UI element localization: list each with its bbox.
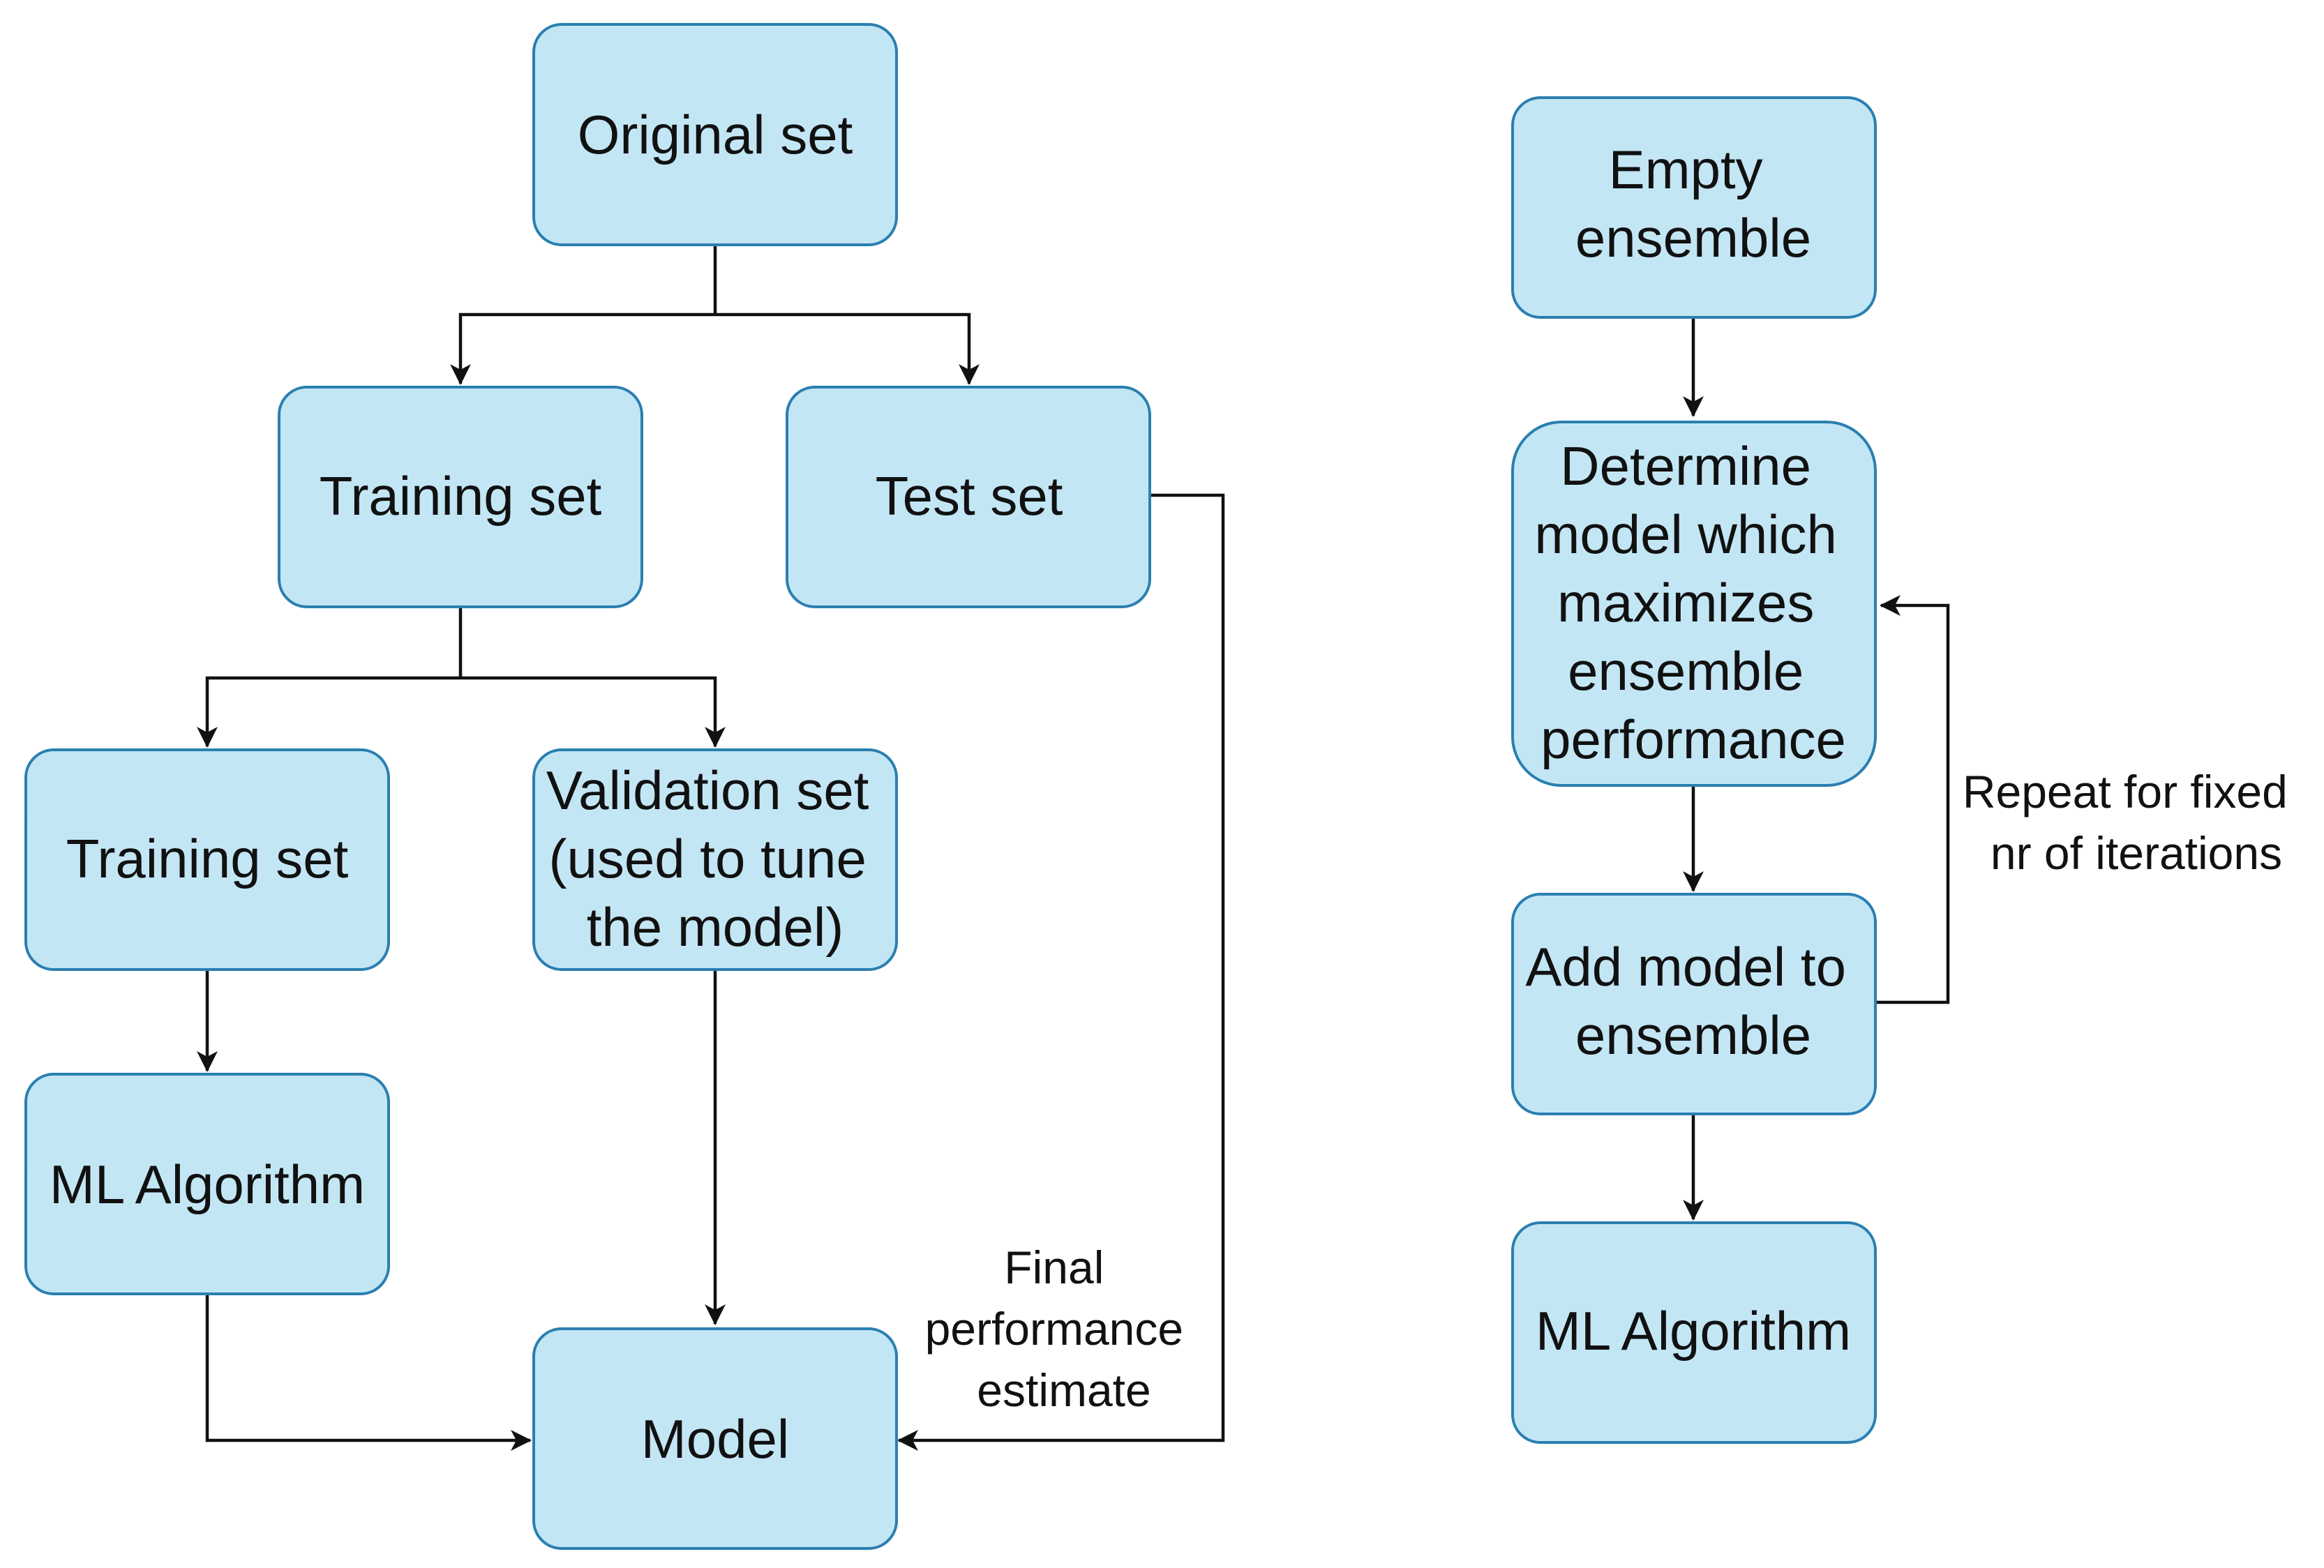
node-ml-algorithm-left: ML Algorithm: [24, 1073, 390, 1295]
edge-split-to-training-sub: [197, 676, 460, 748]
node-training-set-text: Training set: [320, 465, 602, 527]
edge-split-to-training-set: [450, 312, 715, 385]
node-test-set-line-1: Test set: [876, 465, 1063, 527]
node-test-set: Test set: [786, 386, 1151, 608]
edges-group: [197, 245, 1950, 1451]
node-model-text: Model: [641, 1408, 789, 1470]
edge-split-to-test-set: [715, 312, 980, 385]
node-determine-model-line-2: model which: [1534, 504, 1837, 565]
edge-repeat-loop: [1877, 595, 1950, 1004]
node-add-model-line-2: ensemble: [1575, 1004, 1811, 1066]
node-determine-model: Determine model which maximizes ensemble…: [1511, 421, 1877, 787]
node-empty-ensemble-text: Empty ensemble: [1575, 139, 1811, 269]
label-repeat-line-2: nr of iterations: [1991, 827, 2282, 879]
node-ml-algorithm-right-text: ML Algorithm: [1536, 1300, 1851, 1362]
node-add-model-line-1: Add model to: [1525, 936, 1846, 997]
node-validation-set: Validation set (used to tune the model): [532, 748, 898, 971]
node-validation-set-line-2: (used to tune: [549, 828, 867, 889]
node-original-set-text: Original set: [578, 104, 853, 165]
node-ml-algorithm-right-line-1: ML Algorithm: [1536, 1300, 1851, 1362]
label-final-performance-estimate: Final performance estimate: [925, 1242, 1197, 1416]
node-determine-model-line-5: performance: [1540, 709, 1846, 770]
node-empty-ensemble-line-1: Empty: [1609, 139, 1763, 200]
node-training-set-sub-line-1: Training set: [66, 828, 349, 889]
edge-split-to-validation-set: [460, 676, 726, 748]
node-original-set-line-1: Original set: [578, 104, 853, 165]
node-validation-set-line-3: the model): [587, 896, 844, 958]
node-training-set-line-1: Training set: [320, 465, 602, 527]
label-final-line-1: Final: [1004, 1242, 1104, 1293]
node-model-line-1: Model: [641, 1408, 789, 1470]
node-add-model-text: Add model to ensemble: [1525, 936, 1861, 1066]
node-ml-algorithm-left-text: ML Algorithm: [50, 1154, 365, 1215]
node-validation-set-text: Validation set (used to tune the model): [546, 760, 884, 958]
node-ml-algorithm-right: ML Algorithm: [1511, 1221, 1877, 1444]
label-repeat-line-1: Repeat for fixed: [1963, 766, 2288, 817]
node-determine-model-line-4: ensemble: [1568, 640, 1804, 702]
label-final-line-2: performance: [925, 1303, 1184, 1355]
edge-ml-algorithm-to-model: [205, 1294, 532, 1451]
node-add-model: Add model to ensemble: [1511, 893, 1877, 1115]
edge-test-set-to-model: [897, 493, 1225, 1451]
node-empty-ensemble: Empty ensemble: [1511, 96, 1877, 319]
node-empty-ensemble-line-2: ensemble: [1575, 207, 1811, 269]
node-training-set: Training set: [278, 386, 643, 608]
node-training-set-sub-text: Training set: [66, 828, 349, 889]
node-model: Model: [532, 1327, 898, 1550]
label-final-line-3: estimate: [977, 1364, 1150, 1416]
node-determine-model-line-3: maximizes: [1557, 572, 1814, 633]
node-determine-model-line-1: Determine: [1560, 435, 1811, 497]
node-validation-set-line-1: Validation set: [546, 760, 869, 821]
node-ml-algorithm-left-line-1: ML Algorithm: [50, 1154, 365, 1215]
node-determine-model-text: Determine model which maximizes ensemble…: [1534, 435, 1852, 770]
node-original-set: Original set: [532, 23, 898, 246]
node-test-set-text: Test set: [876, 465, 1063, 527]
node-training-set-sub: Training set: [24, 748, 390, 971]
label-repeat-iterations: Repeat for fixed nr of iterations: [1963, 766, 2300, 879]
